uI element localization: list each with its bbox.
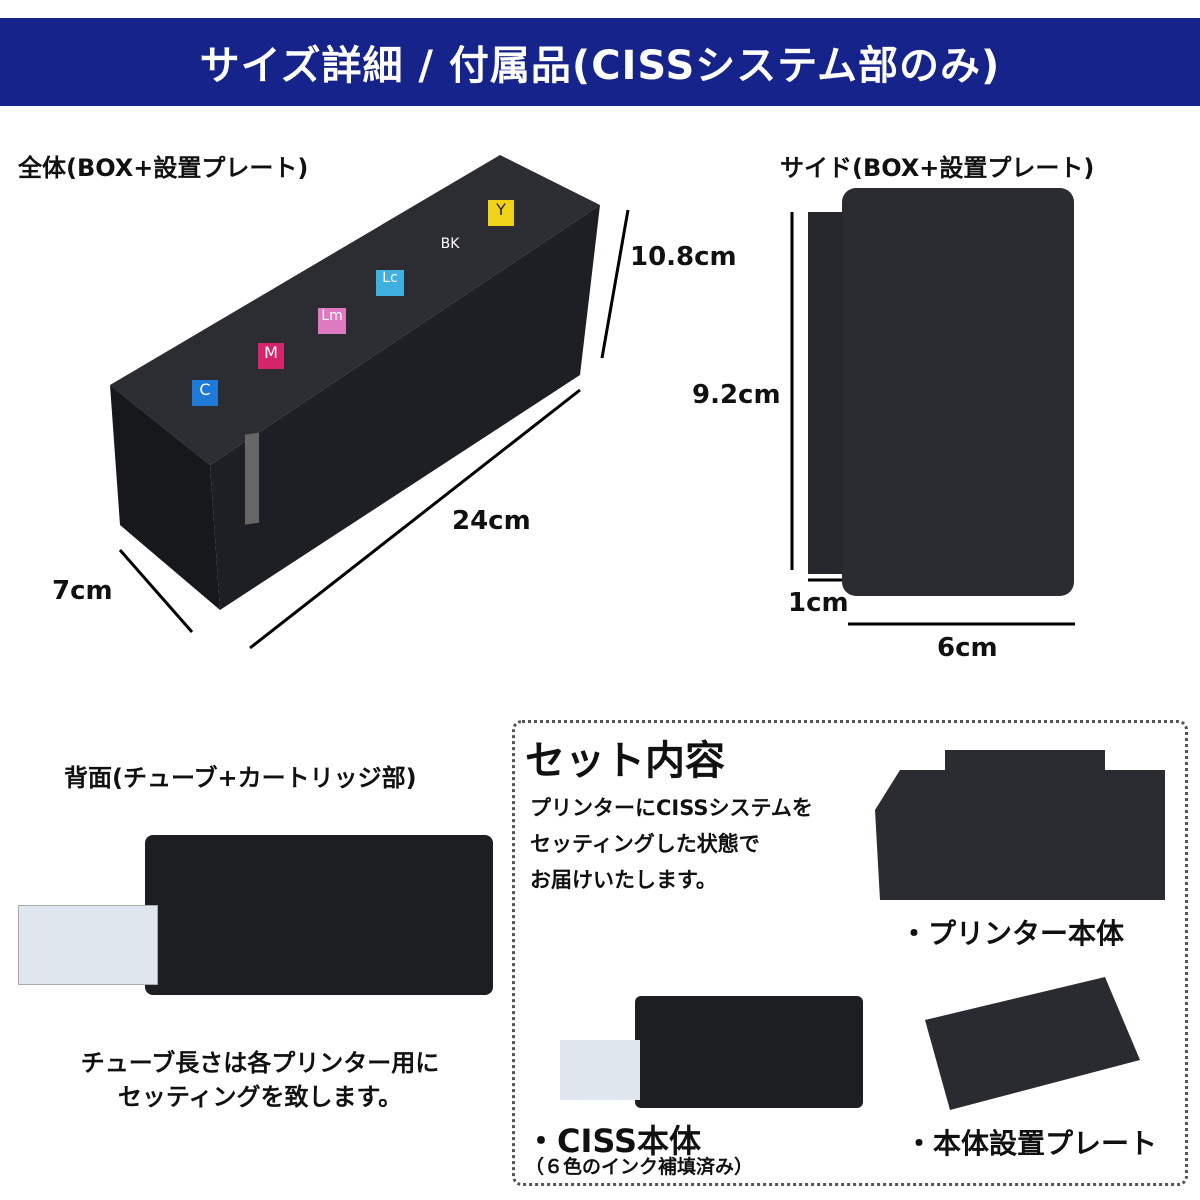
set-contents-panel <box>512 720 1188 1186</box>
side-box-image <box>842 188 1074 596</box>
ciss-image <box>635 996 863 1108</box>
cartridge-image <box>18 905 158 985</box>
tank-label-lm: Lm <box>318 308 346 334</box>
dim-width: 6cm <box>937 633 998 663</box>
plate-image <box>925 977 1140 1110</box>
set-title: セット内容 <box>525 738 725 784</box>
side-plate-image <box>808 212 848 574</box>
back-note-line: セッティングを致します。 <box>117 1083 403 1111</box>
desc-line: セッティングした状態で <box>530 832 760 856</box>
tank-label-c: C <box>192 380 218 406</box>
page-title: サイズ詳細 / 付属品(CISSシステム部のみ) <box>199 43 1001 89</box>
overall-box-image <box>110 155 600 610</box>
tank-label-y: Y <box>488 200 514 226</box>
ciss-cartridge-image <box>560 1040 640 1100</box>
tank-label-m: M <box>258 343 284 369</box>
set-description: プリンターにCISSシステムを セッティングした状態で お届けいたします。 <box>530 790 813 898</box>
back-note: チューブ長さは各プリンター用に セッティングを致します。 <box>0 1046 520 1114</box>
tank-label-bk: BK <box>440 236 460 252</box>
dim-depth: 7cm <box>52 576 113 606</box>
item-ciss-note: （６色のインク補填済み） <box>525 1156 754 1178</box>
back-label: 背面(チューブ+カートリッジ部) <box>64 764 417 792</box>
dim-plate: 1cm <box>788 588 849 618</box>
desc-line: お届けいたします。 <box>530 868 717 892</box>
dim-height: 10.8cm <box>630 242 737 272</box>
dimension-lines <box>118 209 1075 650</box>
item-printer: ・プリンター本体 <box>900 917 1125 950</box>
item-ciss: ・CISS本体 <box>525 1122 702 1160</box>
header-banner: サイズ詳細 / 付属品(CISSシステム部のみ) <box>0 18 1200 106</box>
printer-image <box>875 750 1165 900</box>
side-label: サイド(BOX+設置プレート) <box>780 154 1095 182</box>
dim-length: 24cm <box>452 506 531 536</box>
back-note-line: チューブ長さは各プリンター用に <box>80 1049 440 1077</box>
tank-label-lc: Lc <box>376 270 404 296</box>
dim-side-height: 9.2cm <box>692 380 781 410</box>
overall-label: 全体(BOX+設置プレート) <box>18 154 309 182</box>
item-plate: ・本体設置プレート <box>905 1127 1158 1160</box>
back-box-image <box>145 835 493 995</box>
desc-line: プリンターにCISSシステムを <box>530 796 813 820</box>
